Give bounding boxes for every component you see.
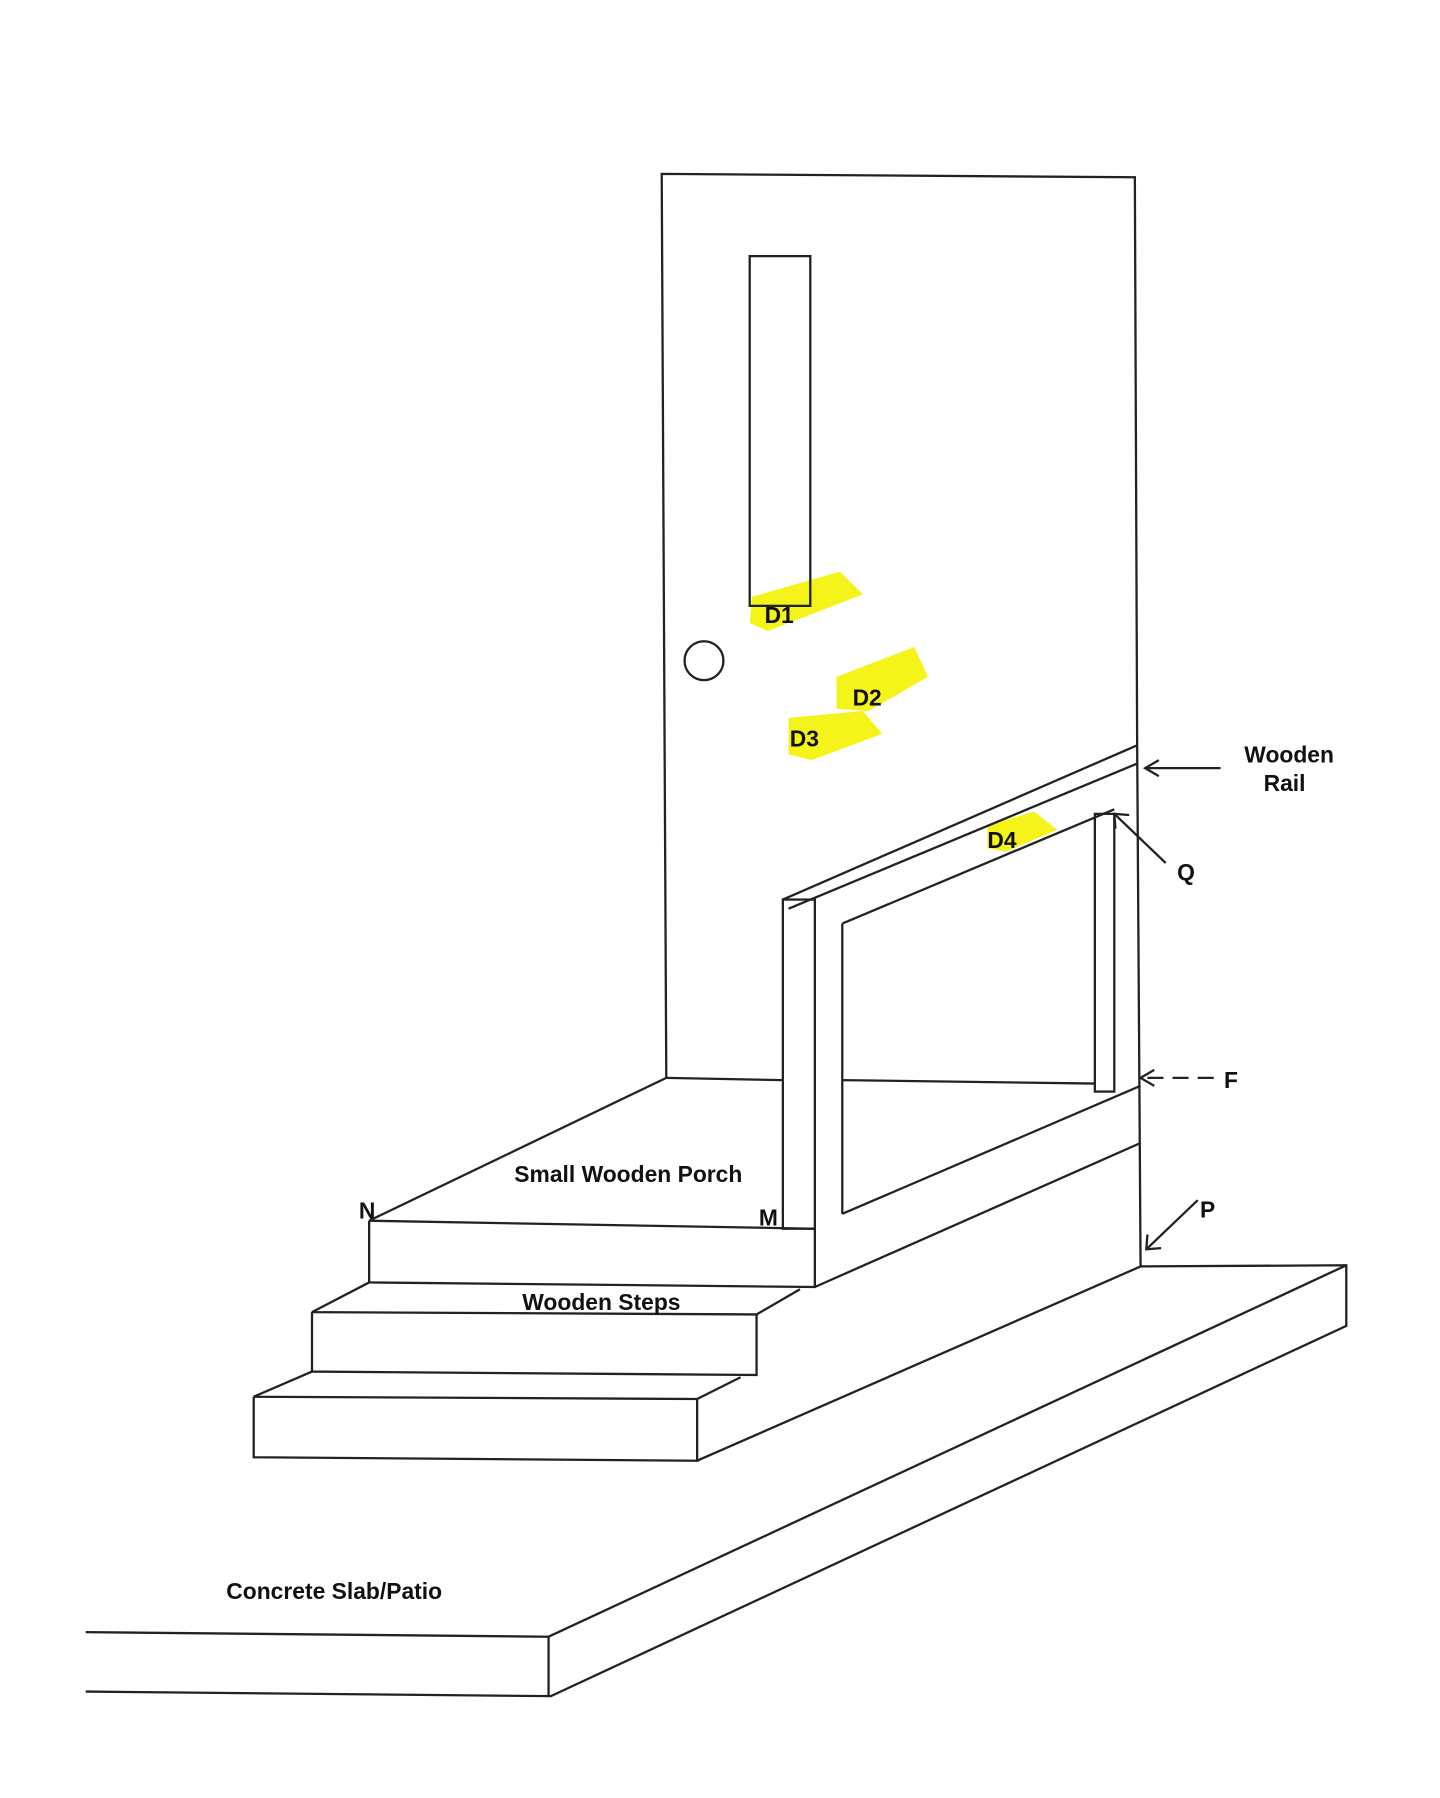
label-f: F [1224, 1067, 1238, 1093]
door [660, 172, 1139, 1078]
label-d1: D1 [765, 602, 794, 628]
callout-arrows [1113, 759, 1221, 1251]
highlight-d2 [836, 647, 928, 711]
label-d2: D2 [853, 684, 882, 710]
label-porch: Small Wooden Porch [514, 1161, 742, 1187]
rail-post-front [781, 898, 816, 1230]
label-steps: Wooden Steps [522, 1289, 680, 1315]
wall-edge [1136, 742, 1142, 1267]
porch [368, 1076, 1142, 1230]
arrow-p [1145, 1199, 1199, 1251]
label-d4: D4 [987, 827, 1016, 853]
rail-post-back [1093, 812, 1116, 1093]
highlight-d4 [987, 811, 1058, 852]
wooden-rail [781, 744, 1138, 1230]
arrow-q [1113, 813, 1167, 864]
door-window [748, 255, 812, 607]
highlights [749, 571, 1058, 852]
label-n: N [359, 1197, 376, 1223]
label-q: Q [1177, 859, 1195, 885]
label-slab: Concrete Slab/Patio [226, 1578, 442, 1604]
label-wooden-rail-2: Rail [1264, 770, 1306, 796]
label-m: M [759, 1204, 778, 1230]
door-knob [683, 640, 725, 682]
wooden-steps [252, 1141, 1142, 1462]
label-wooden-rail-1: Wooden [1244, 741, 1334, 767]
highlight-d1 [749, 571, 863, 631]
concrete-slab [85, 1264, 1348, 1698]
highlight-d3 [788, 711, 883, 761]
label-d3: D3 [790, 725, 819, 751]
label-p: P [1200, 1196, 1215, 1222]
